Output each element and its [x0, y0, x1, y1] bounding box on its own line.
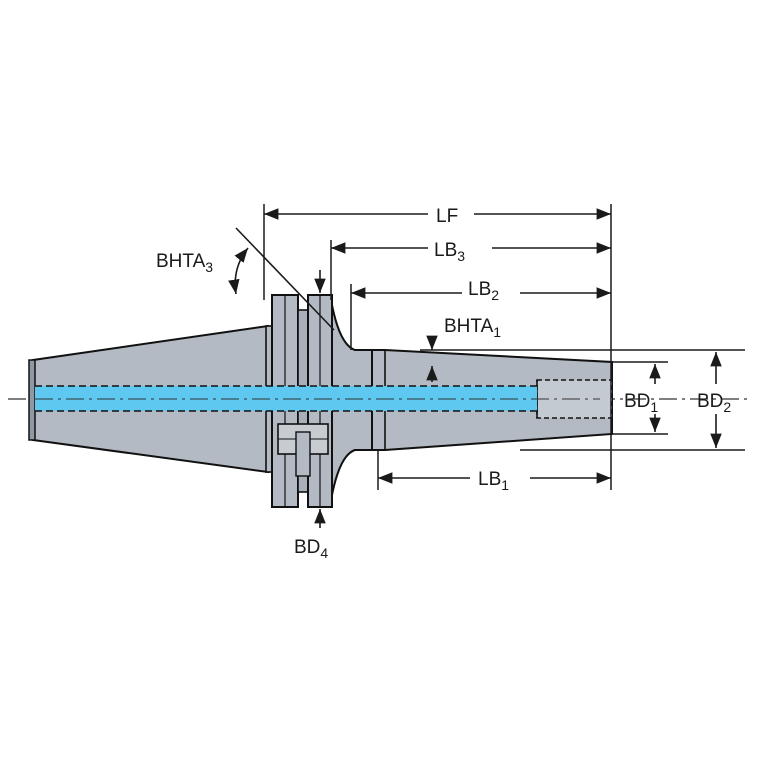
dimension-lb2: LB2	[351, 279, 611, 303]
bhta3-label: BHTA	[156, 251, 206, 272]
lb3-label: LB	[434, 240, 457, 261]
dimension-bd4: BD4	[294, 270, 328, 561]
lb2-subscript: 2	[491, 287, 499, 303]
svg-text:BHTA3: BHTA3	[156, 251, 213, 275]
svg-text:BD1: BD1	[624, 391, 658, 415]
svg-text:BHTA1: BHTA1	[444, 316, 501, 340]
bhta3-subscript: 3	[205, 259, 213, 275]
bd4-subscript: 4	[320, 545, 328, 561]
bd4-label: BD	[294, 537, 320, 558]
bd1-label: BD	[624, 391, 650, 412]
extension-lines	[263, 204, 745, 490]
dimension-bd1: BD1	[624, 364, 661, 432]
bd2-subscript: 2	[723, 399, 731, 415]
dimension-lf: LF	[264, 206, 611, 227]
lb2-label: LB	[468, 279, 491, 300]
lb3-subscript: 3	[457, 248, 465, 264]
lb1-subscript: 1	[501, 477, 509, 493]
svg-text:LB2: LB2	[468, 279, 499, 303]
lf-label: LF	[436, 206, 458, 227]
dimension-lb3: LB3	[331, 240, 611, 264]
svg-text:LB1: LB1	[478, 469, 509, 493]
dimension-lb1: LB1	[378, 469, 611, 493]
dimension-bhta1: BHTA1	[426, 316, 501, 382]
bd2-label: BD	[697, 391, 723, 412]
svg-text:LB3: LB3	[434, 240, 465, 264]
taper-end-face	[28, 359, 36, 441]
svg-text:BD4: BD4	[294, 537, 328, 561]
bd1-subscript: 1	[650, 399, 658, 415]
svg-text:BD2: BD2	[697, 391, 731, 415]
lb1-label: LB	[478, 469, 501, 490]
dimension-bhta3: BHTA3	[156, 227, 335, 331]
bhta1-label: BHTA	[444, 316, 494, 337]
bhta1-subscript: 1	[493, 324, 501, 340]
dimension-bd2: BD2	[697, 352, 731, 448]
